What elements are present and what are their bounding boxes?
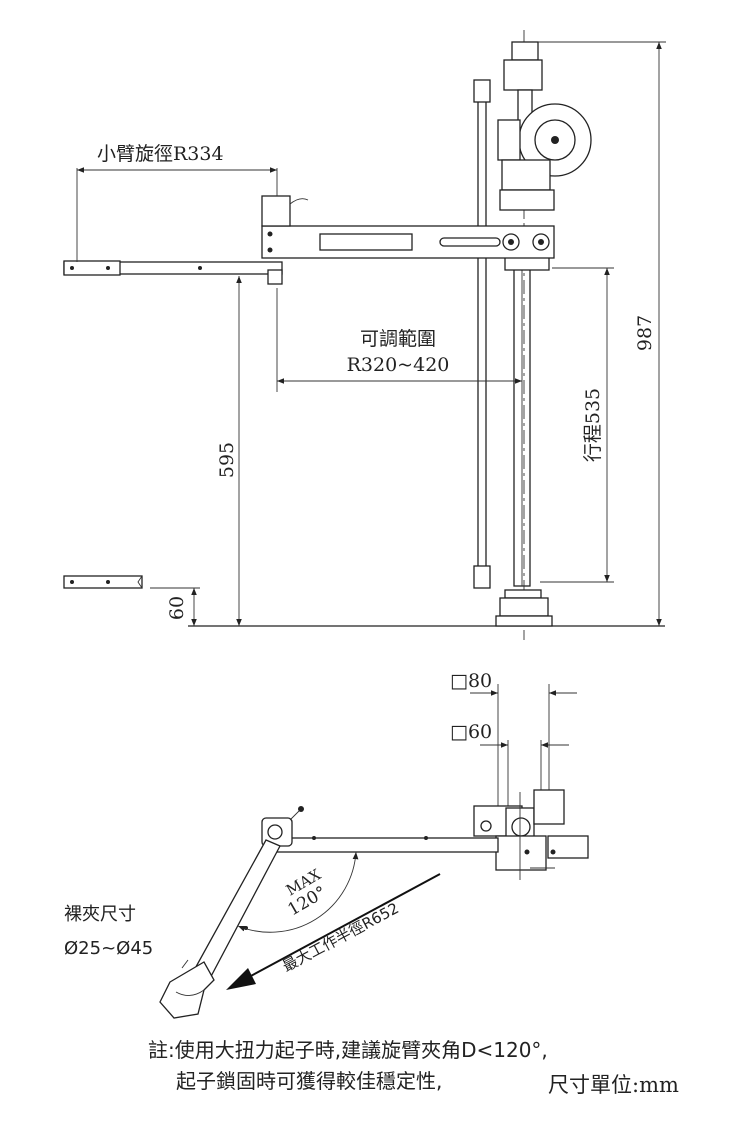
angle-arc: [237, 851, 359, 933]
height-60-label: 60: [166, 596, 188, 620]
adjust-range-value: R320~420: [347, 354, 450, 376]
adjust-range-label: 可調範圍: [360, 328, 436, 350]
max-radius-arrow: [235, 873, 441, 985]
note-line-1: 註:使用大扭力起子時,建議旋臂夾角D<120°,: [148, 1038, 548, 1062]
forearm: [63, 260, 283, 589]
clamp-size-range: Ø25~Ø45: [64, 938, 153, 959]
forearm-top: [191, 839, 281, 983]
forearm-radius-label: 小臂旋徑R334: [97, 143, 224, 165]
stroke-label: 行程535: [582, 388, 604, 462]
unit-label: 尺寸單位:mm: [548, 1073, 679, 1097]
note-line-2: 起子鎖固時可獲得較佳穩定性,: [176, 1069, 442, 1093]
elbow-joint: [261, 806, 304, 847]
square-80-label: □80: [450, 670, 492, 692]
total-height-label: 987: [634, 315, 656, 351]
upper-arm: [261, 195, 555, 259]
column-head-top: [473, 789, 589, 880]
dim-stroke: [540, 267, 614, 583]
max-radius-arrowhead: [226, 968, 256, 990]
height-595-label: 595: [216, 442, 238, 478]
dim-forearm-radius: [76, 167, 278, 262]
notes: 註:使用大扭力起子時,建議旋臂夾角D<120°, 起子鎖固時可獲得較佳穩定性, …: [148, 1038, 679, 1097]
dim-height-60: [150, 587, 200, 626]
dim-total-height: [538, 41, 666, 626]
dim-adjust-range: [276, 288, 522, 392]
square-60-label: □60: [450, 721, 492, 743]
clamp-size-title: 裸夾尺寸: [64, 904, 136, 925]
side-view: 小臂旋徑R334 可調範圍 R320~420 595 60 行程535: [63, 30, 666, 640]
top-view: □80 □60: [64, 670, 589, 1019]
clamp: [159, 959, 215, 1019]
upper-arm-top: [271, 836, 499, 853]
